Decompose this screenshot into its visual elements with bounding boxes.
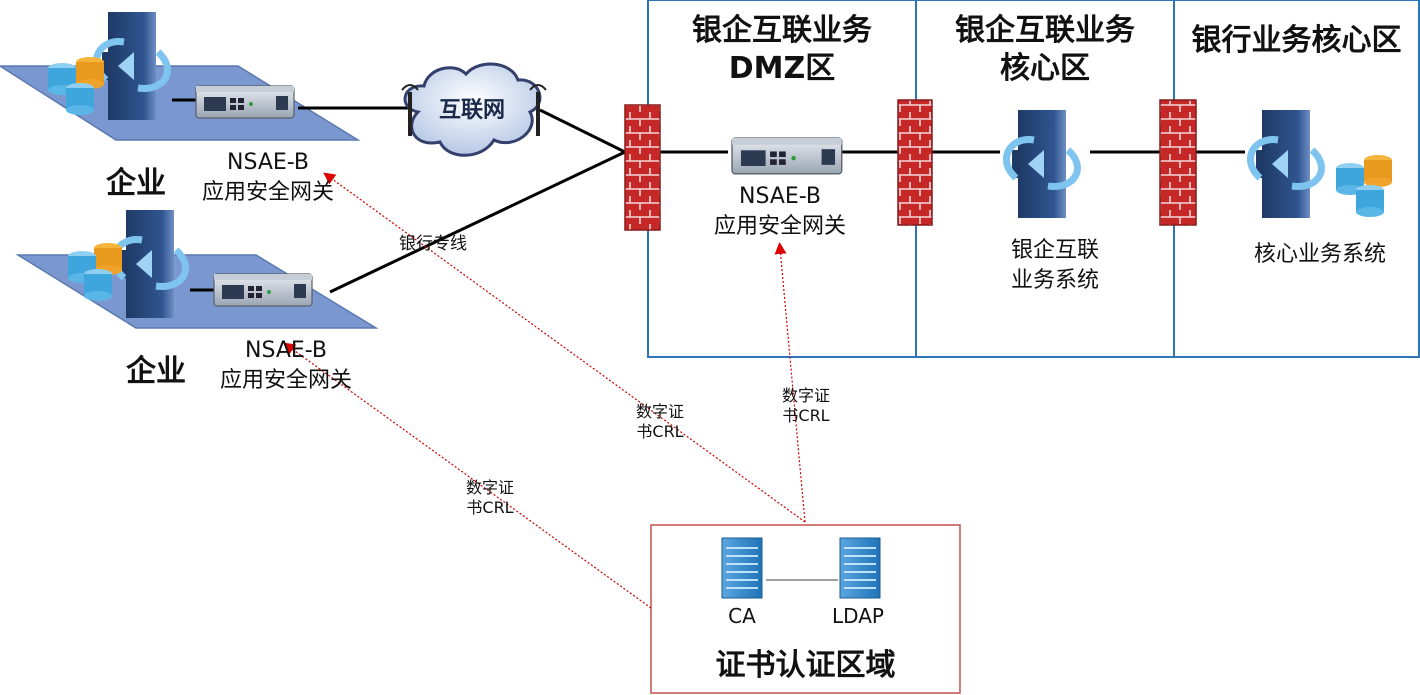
enterprise-2-gateway-label: NSAE-B 应用安全网关: [219, 338, 352, 393]
ldap-server-icon: [839, 537, 881, 599]
enterprise-1-gateway-icon: [195, 85, 295, 119]
core-system-icon: [1250, 110, 1321, 218]
firewall-1-icon: [624, 104, 661, 231]
internet-cloud-icon: 互联网: [401, 62, 547, 157]
internet-label: 互联网: [439, 98, 505, 123]
cert-flow-label-2: 数字证 书CRL: [465, 478, 514, 517]
link-internet-fw1: [539, 108, 626, 154]
enterprise-1-gateway-label: NSAE-B 应用安全网关: [201, 150, 334, 205]
core-database-icon: [1336, 155, 1392, 217]
cert-arrow-to-dmz-gateway: [774, 242, 806, 523]
zone-bank-core-title: 银行业务核心区: [1191, 23, 1402, 58]
dmz-gateway-label: NSAE-B 应用安全网关: [713, 184, 846, 239]
firewall-3-icon: [1159, 99, 1197, 226]
bank-line-label: 银行专线: [399, 234, 467, 254]
firewall-2-icon: [897, 99, 933, 226]
zone-dmz-title: 银企互联业务 DMZ区: [692, 13, 872, 86]
ca-server-icon: [721, 537, 763, 599]
cert-arrow-to-enterprise-2: [283, 342, 652, 609]
enterprise-2-gateway-icon: [213, 273, 313, 307]
ldap-label: LDAP: [832, 604, 884, 628]
cert-flow-label-3: 数字证 书CRL: [781, 386, 830, 425]
ca-label: CA: [728, 604, 756, 628]
bank-enterprise-system-label: 银企互联 业务系统: [1010, 238, 1099, 293]
bank-enterprise-system-icon: [1006, 110, 1077, 218]
zone-bank-enterprise-core-title: 银企互联业务 核心区: [955, 13, 1135, 86]
core-system-label: 核心业务系统: [1253, 242, 1386, 267]
enterprise-1-label: 企业: [106, 166, 166, 201]
enterprise-2-label: 企业: [126, 354, 186, 389]
dmz-gateway-icon: [731, 137, 843, 175]
link-bankline-fw1: [329, 150, 626, 294]
cert-area-box: [650, 524, 961, 694]
cert-area-title: 证书认证区域: [715, 648, 896, 683]
cert-flow-label-1: 数字证 书CRL: [635, 402, 684, 441]
